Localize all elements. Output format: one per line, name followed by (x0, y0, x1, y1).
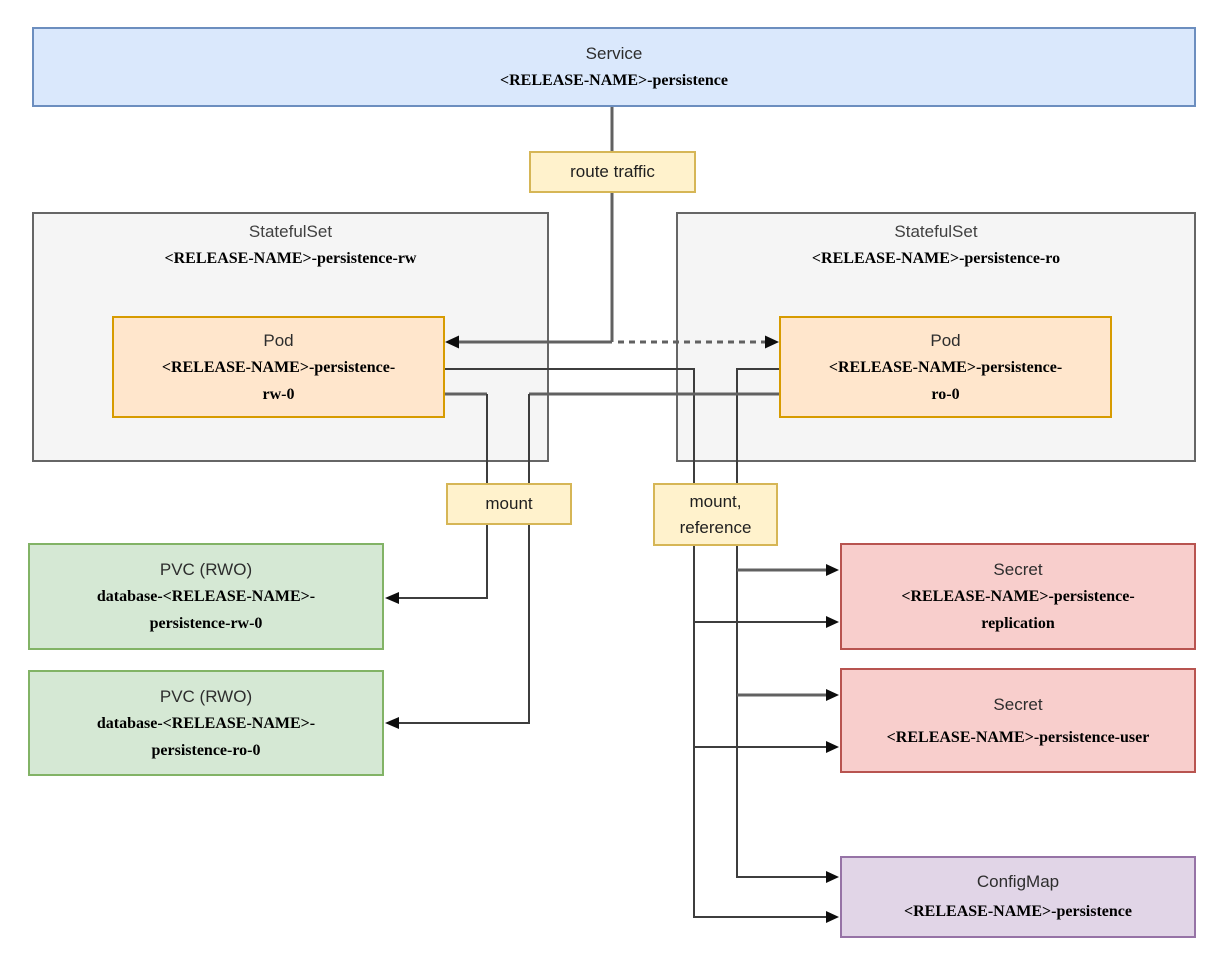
node-service: Service <RELEASE-NAME>-persistence (32, 27, 1196, 107)
edge-pod-rw-to-pvc-rw (399, 394, 488, 599)
pvc-ro-name-line1: database-<RELEASE-NAME>- (96, 714, 316, 732)
secret-replication-name-line2: replication (981, 615, 1055, 632)
node-pvc-ro: PVC (RWO) database-<RELEASE-NAME>- persi… (28, 670, 384, 776)
arrowhead-ro-into-configmap (826, 871, 839, 883)
pvc-ro-name-line2: persistence-ro-0 (151, 741, 261, 759)
arrowhead-into-pvc-rw (385, 592, 399, 604)
edge-label-route-traffic: route traffic (529, 151, 696, 193)
secret-user-name: <RELEASE-NAME>-persistence-user (886, 728, 1150, 746)
node-secret-user: Secret <RELEASE-NAME>-persistence-user (840, 668, 1196, 773)
configmap-title: ConfigMap (976, 872, 1060, 891)
node-configmap: ConfigMap <RELEASE-NAME>-persistence (840, 856, 1196, 938)
pod-rw-name-line1: <RELEASE-NAME>-persistence- (161, 358, 396, 376)
secret-user-title: Secret (993, 694, 1043, 714)
node-pod-rw: Pod <RELEASE-NAME>-persistence- rw-0 (112, 316, 445, 418)
pod-ro-name-line1: <RELEASE-NAME>-persistence- (828, 358, 1063, 376)
pod-rw-name-line2: rw-0 (262, 385, 295, 403)
statefulset-rw-name: <RELEASE-NAME>-persistence-rw (164, 250, 417, 267)
secret-replication-name-line1: <RELEASE-NAME>-persistence- (901, 588, 1135, 605)
pvc-rw-name-line2: persistence-rw-0 (149, 615, 263, 632)
edge-label-mount-reference: mount, reference (653, 483, 778, 546)
edge-pod-ro-reference-trunk (736, 368, 826, 878)
pod-rw-title: Pod (263, 330, 294, 350)
arrowhead-into-pod-rw (445, 335, 459, 349)
arrowhead-rw-into-configmap (826, 911, 839, 923)
node-pvc-rw: PVC (RWO) database-<RELEASE-NAME>- persi… (28, 543, 384, 650)
service-name: <RELEASE-NAME>-persistence (500, 72, 728, 89)
edge-label-mount-reference-line1: mount, (689, 491, 742, 511)
edge-pod-rw-reference-trunk (445, 368, 826, 918)
edge-label-mount-text: mount (485, 494, 533, 513)
arrowhead-rw-into-secret-user (826, 741, 839, 753)
edge-label-route-traffic-text: route traffic (570, 162, 655, 181)
edge-label-mount-reference-line2: reference (679, 517, 752, 537)
edge-pod-ro-to-pvc-ro (399, 394, 530, 724)
statefulset-ro-name: <RELEASE-NAME>-persistence-ro (811, 250, 1061, 267)
arrowhead-ro-into-secret-replication (826, 564, 839, 576)
pod-ro-title: Pod (930, 330, 961, 350)
configmap-name: <RELEASE-NAME>-persistence (904, 903, 1132, 920)
statefulset-ro-title: StatefulSet (894, 222, 978, 241)
pvc-ro-title: PVC (RWO) (159, 686, 253, 706)
arrowhead-into-pod-ro (765, 335, 779, 349)
service-title: Service (585, 44, 643, 63)
node-secret-replication: Secret <RELEASE-NAME>-persistence- repli… (840, 543, 1196, 650)
pvc-rw-title: PVC (RWO) (159, 560, 253, 579)
arrowhead-into-pvc-ro (385, 717, 399, 729)
statefulset-rw-title: StatefulSet (248, 222, 333, 241)
arrowhead-ro-into-secret-user (826, 689, 839, 701)
node-pod-ro: Pod <RELEASE-NAME>-persistence- ro-0 (779, 316, 1112, 418)
edge-label-mount: mount (446, 483, 572, 525)
pvc-rw-name-line1: database-<RELEASE-NAME>- (96, 588, 316, 605)
pod-ro-name-line2: ro-0 (931, 385, 960, 403)
secret-replication-title: Secret (993, 560, 1043, 579)
arrowhead-rw-into-secret-replication (826, 616, 839, 628)
